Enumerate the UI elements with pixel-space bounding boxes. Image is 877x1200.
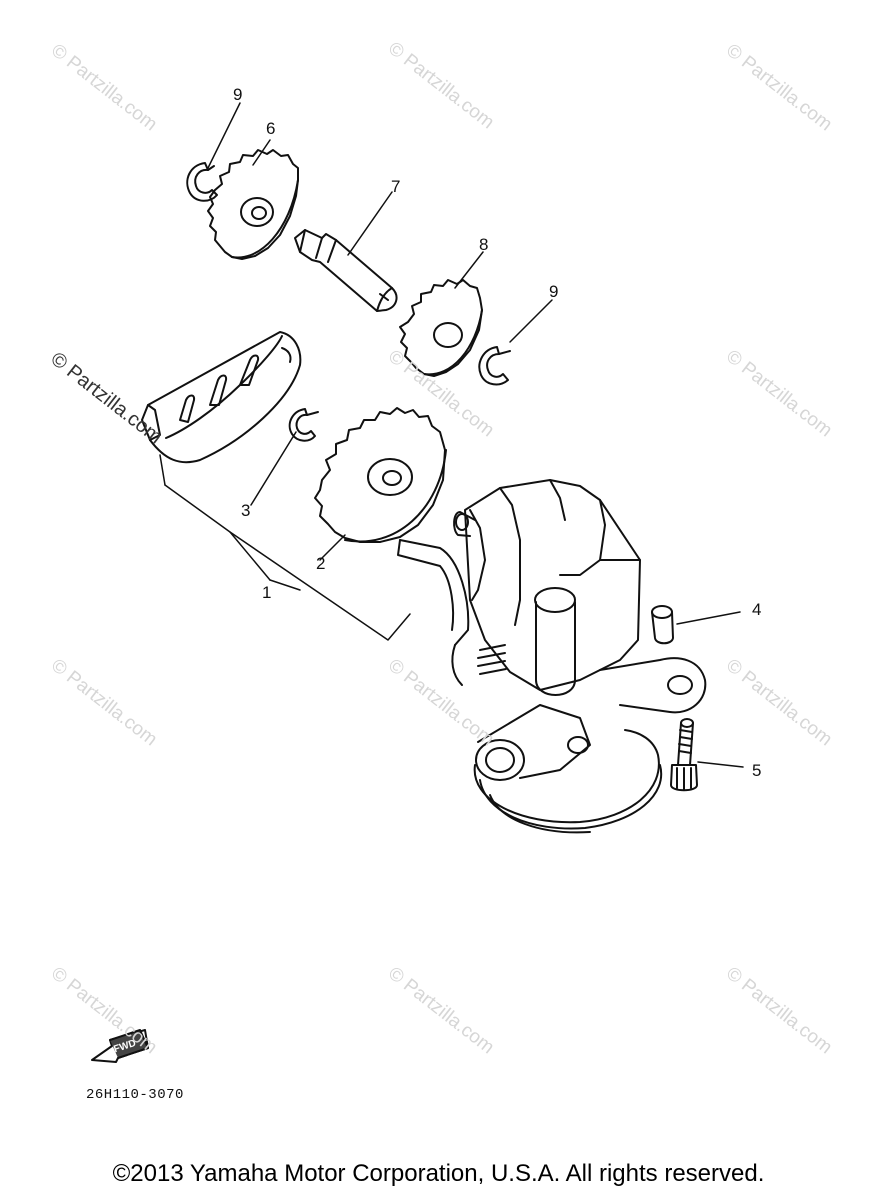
part-labels: 1 2 3 4 5 6 7 8 9 9 FWD <box>112 85 761 1055</box>
fwd-arrow-icon <box>91 1029 149 1063</box>
leader-lines <box>159 102 744 768</box>
strainer-plate <box>141 331 302 464</box>
gear-6 <box>207 149 299 260</box>
circlip-9-top <box>186 162 218 202</box>
oil-pump-body <box>397 479 707 834</box>
part-code: 26H110-3070 <box>86 1087 184 1103</box>
label-9-right: 9 <box>549 282 558 301</box>
gear-2 <box>314 407 447 543</box>
copyright-notice: ©2013 Yamaha Motor Corporation, U.S.A. A… <box>112 1160 765 1187</box>
label-6: 6 <box>266 119 275 138</box>
circlip-9-right <box>478 346 511 386</box>
gear-8 <box>399 279 483 377</box>
circlip-3 <box>288 408 319 442</box>
label-2: 2 <box>316 554 325 573</box>
label-8: 8 <box>479 235 488 254</box>
dowel-pin-4 <box>651 605 674 645</box>
label-4: 4 <box>752 600 761 619</box>
label-7: 7 <box>391 177 400 196</box>
label-3: 3 <box>241 501 250 520</box>
shaft-7 <box>294 229 398 312</box>
label-1: 1 <box>262 583 271 602</box>
label-9-top: 9 <box>233 85 242 104</box>
bolt-5 <box>670 718 698 792</box>
label-5: 5 <box>752 761 761 780</box>
